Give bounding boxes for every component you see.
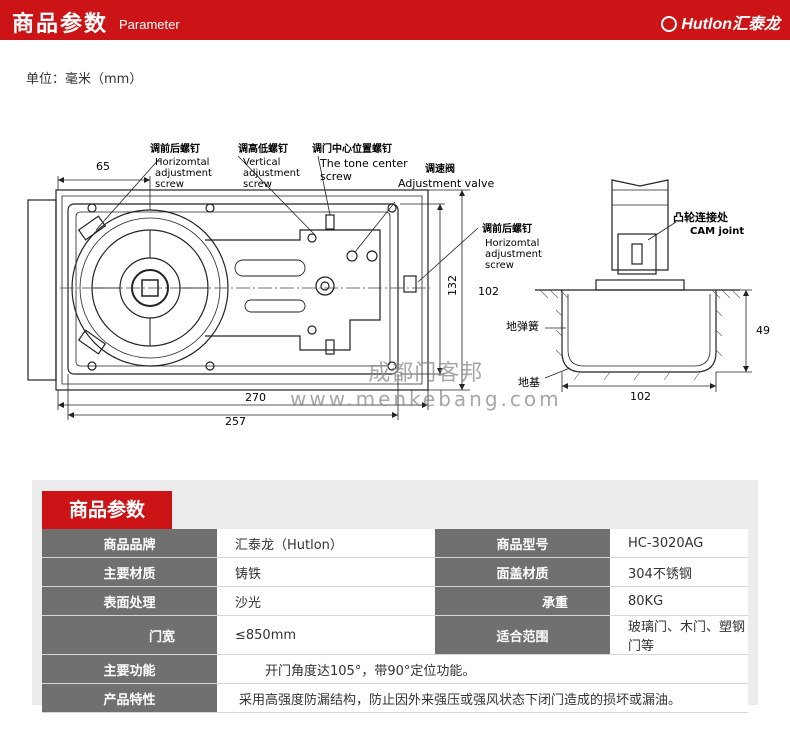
dim-102-horizontal: 102 [630, 390, 651, 403]
label-horizontal-en-2: adjustment [155, 168, 212, 179]
spec-label: 主要材质 [42, 557, 217, 587]
spec-label: 适合范围 [435, 615, 610, 655]
spec-value: ≤850mm [217, 615, 435, 655]
label-vertical-cn: 调高低螺钉 [238, 142, 288, 155]
label-cam-en: CAM joint [690, 226, 744, 237]
brand-mark-icon [661, 16, 678, 32]
ground-hatch [539, 289, 741, 381]
label-horizontal2-en-1: Horizomtal [485, 238, 539, 249]
label-tone-center-en-2: screw [320, 170, 352, 183]
dim-257: 257 [225, 415, 246, 428]
label-spring-cn: 地弹簧 [506, 319, 539, 333]
closer-body [67, 203, 399, 375]
spec-value: HC-3020AG [610, 529, 748, 558]
table-row: 表面处理 沙光 承重 80KG [42, 586, 748, 616]
watermark: 成都门客邦 www.menkebang.com [290, 355, 562, 411]
label-horizontal-cn: 调前后螺钉 [150, 142, 200, 155]
label-cam-cn: 凸轮连接处 [673, 210, 729, 224]
label-tone-center-en-1: The tone center [319, 157, 408, 170]
spec-value: 采用高强度防漏结构，防止因外来强压或强风状态下闭门造成的损坏或漏油。 [217, 683, 748, 713]
spec-label: 承重 [435, 586, 610, 616]
label-horizontal-en-1: Horizomtal [155, 157, 209, 168]
watermark-url: www.menkebang.com [290, 387, 562, 411]
label-horizontal2-en-2: adjustment [485, 249, 542, 260]
spec-label: 面盖材质 [435, 557, 610, 587]
cover-plate [55, 189, 429, 391]
table-row: 主要材质 铸铁 面盖材质 304不锈钢 [42, 557, 748, 587]
label-vertical-en-1: Vertical [243, 157, 280, 168]
spec-panel: 商品参数 商品品牌 汇泰龙（Hutlon） 商品型号 HC-3020AG 主要材… [32, 480, 758, 713]
spec-value: 沙光 [217, 586, 435, 616]
label-vertical-en-2: adjustment [243, 168, 300, 179]
label-horizontal2-cn: 调前后螺钉 [482, 222, 532, 235]
brand-name: Hutlon汇泰龙 [681, 16, 780, 33]
spec-title: 商品参数 [42, 491, 172, 529]
spec-label: 表面处理 [42, 586, 217, 616]
label-valve-en: Adjustment valve [398, 177, 494, 190]
label-vertical-en-3: screw [243, 179, 272, 190]
spec-label: 商品品牌 [42, 529, 217, 558]
dim-270: 270 [245, 391, 266, 404]
dim-102-vertical: 102 [478, 285, 499, 298]
header-bar: 商品参数 Parameter Hutlon汇泰龙 [0, 0, 790, 40]
spec-label: 商品型号 [435, 529, 610, 558]
spec-value: 开门角度达105°，带90°定位功能。 [217, 654, 748, 684]
spec-table: 商品品牌 汇泰龙（Hutlon） 商品型号 HC-3020AG 主要材质 铸铁 … [42, 529, 748, 713]
label-tone-center-cn: 调门中心位置螺钉 [312, 142, 392, 155]
spec-value: 80KG [610, 586, 748, 616]
dim-65: 65 [96, 160, 110, 173]
spec-label: 主要功能 [42, 654, 217, 684]
spec-value: 304不锈钢 [610, 557, 748, 587]
page-subtitle: Parameter [119, 17, 180, 32]
table-row: 主要功能 开门角度达105°，带90°定位功能。 [42, 654, 748, 684]
label-horizontal-en-3: screw [155, 179, 184, 190]
table-row: 门宽 ≤850mm 适合范围 玻璃门、木门、塑钢门等 [42, 615, 748, 655]
brand-logo: Hutlon汇泰龙 [661, 10, 780, 34]
spec-value: 汇泰龙（Hutlon） [217, 529, 435, 558]
dim-49: 49 [756, 324, 770, 337]
spec-value: 玻璃门、木门、塑钢门等 [610, 615, 748, 655]
side-view [535, 179, 740, 373]
page-title: 商品参数 [12, 12, 109, 37]
technical-drawing: 65 270 257 102 132 调前后螺钉 Horizomtal adju… [27, 142, 770, 428]
label-horizontal2-en-3: screw [485, 260, 514, 271]
table-row: 产品特性 采用高强度防漏结构，防止因外来强压或强风状态下闭门造成的损坏或漏油。 [42, 683, 748, 713]
dim-132: 132 [446, 275, 459, 296]
label-base-cn: 地基 [518, 376, 540, 389]
spec-label: 产品特性 [42, 683, 217, 713]
side-plate [27, 199, 57, 381]
watermark-cn: 成都门客邦 [368, 361, 484, 386]
label-valve-cn: 调速阀 [425, 162, 455, 175]
table-row: 商品品牌 汇泰龙（Hutlon） 商品型号 HC-3020AG [42, 529, 748, 558]
spec-value: 铸铁 [217, 557, 435, 587]
unit-note: 单位：毫米（mm） [26, 72, 143, 87]
spec-label: 门宽 [42, 615, 217, 655]
